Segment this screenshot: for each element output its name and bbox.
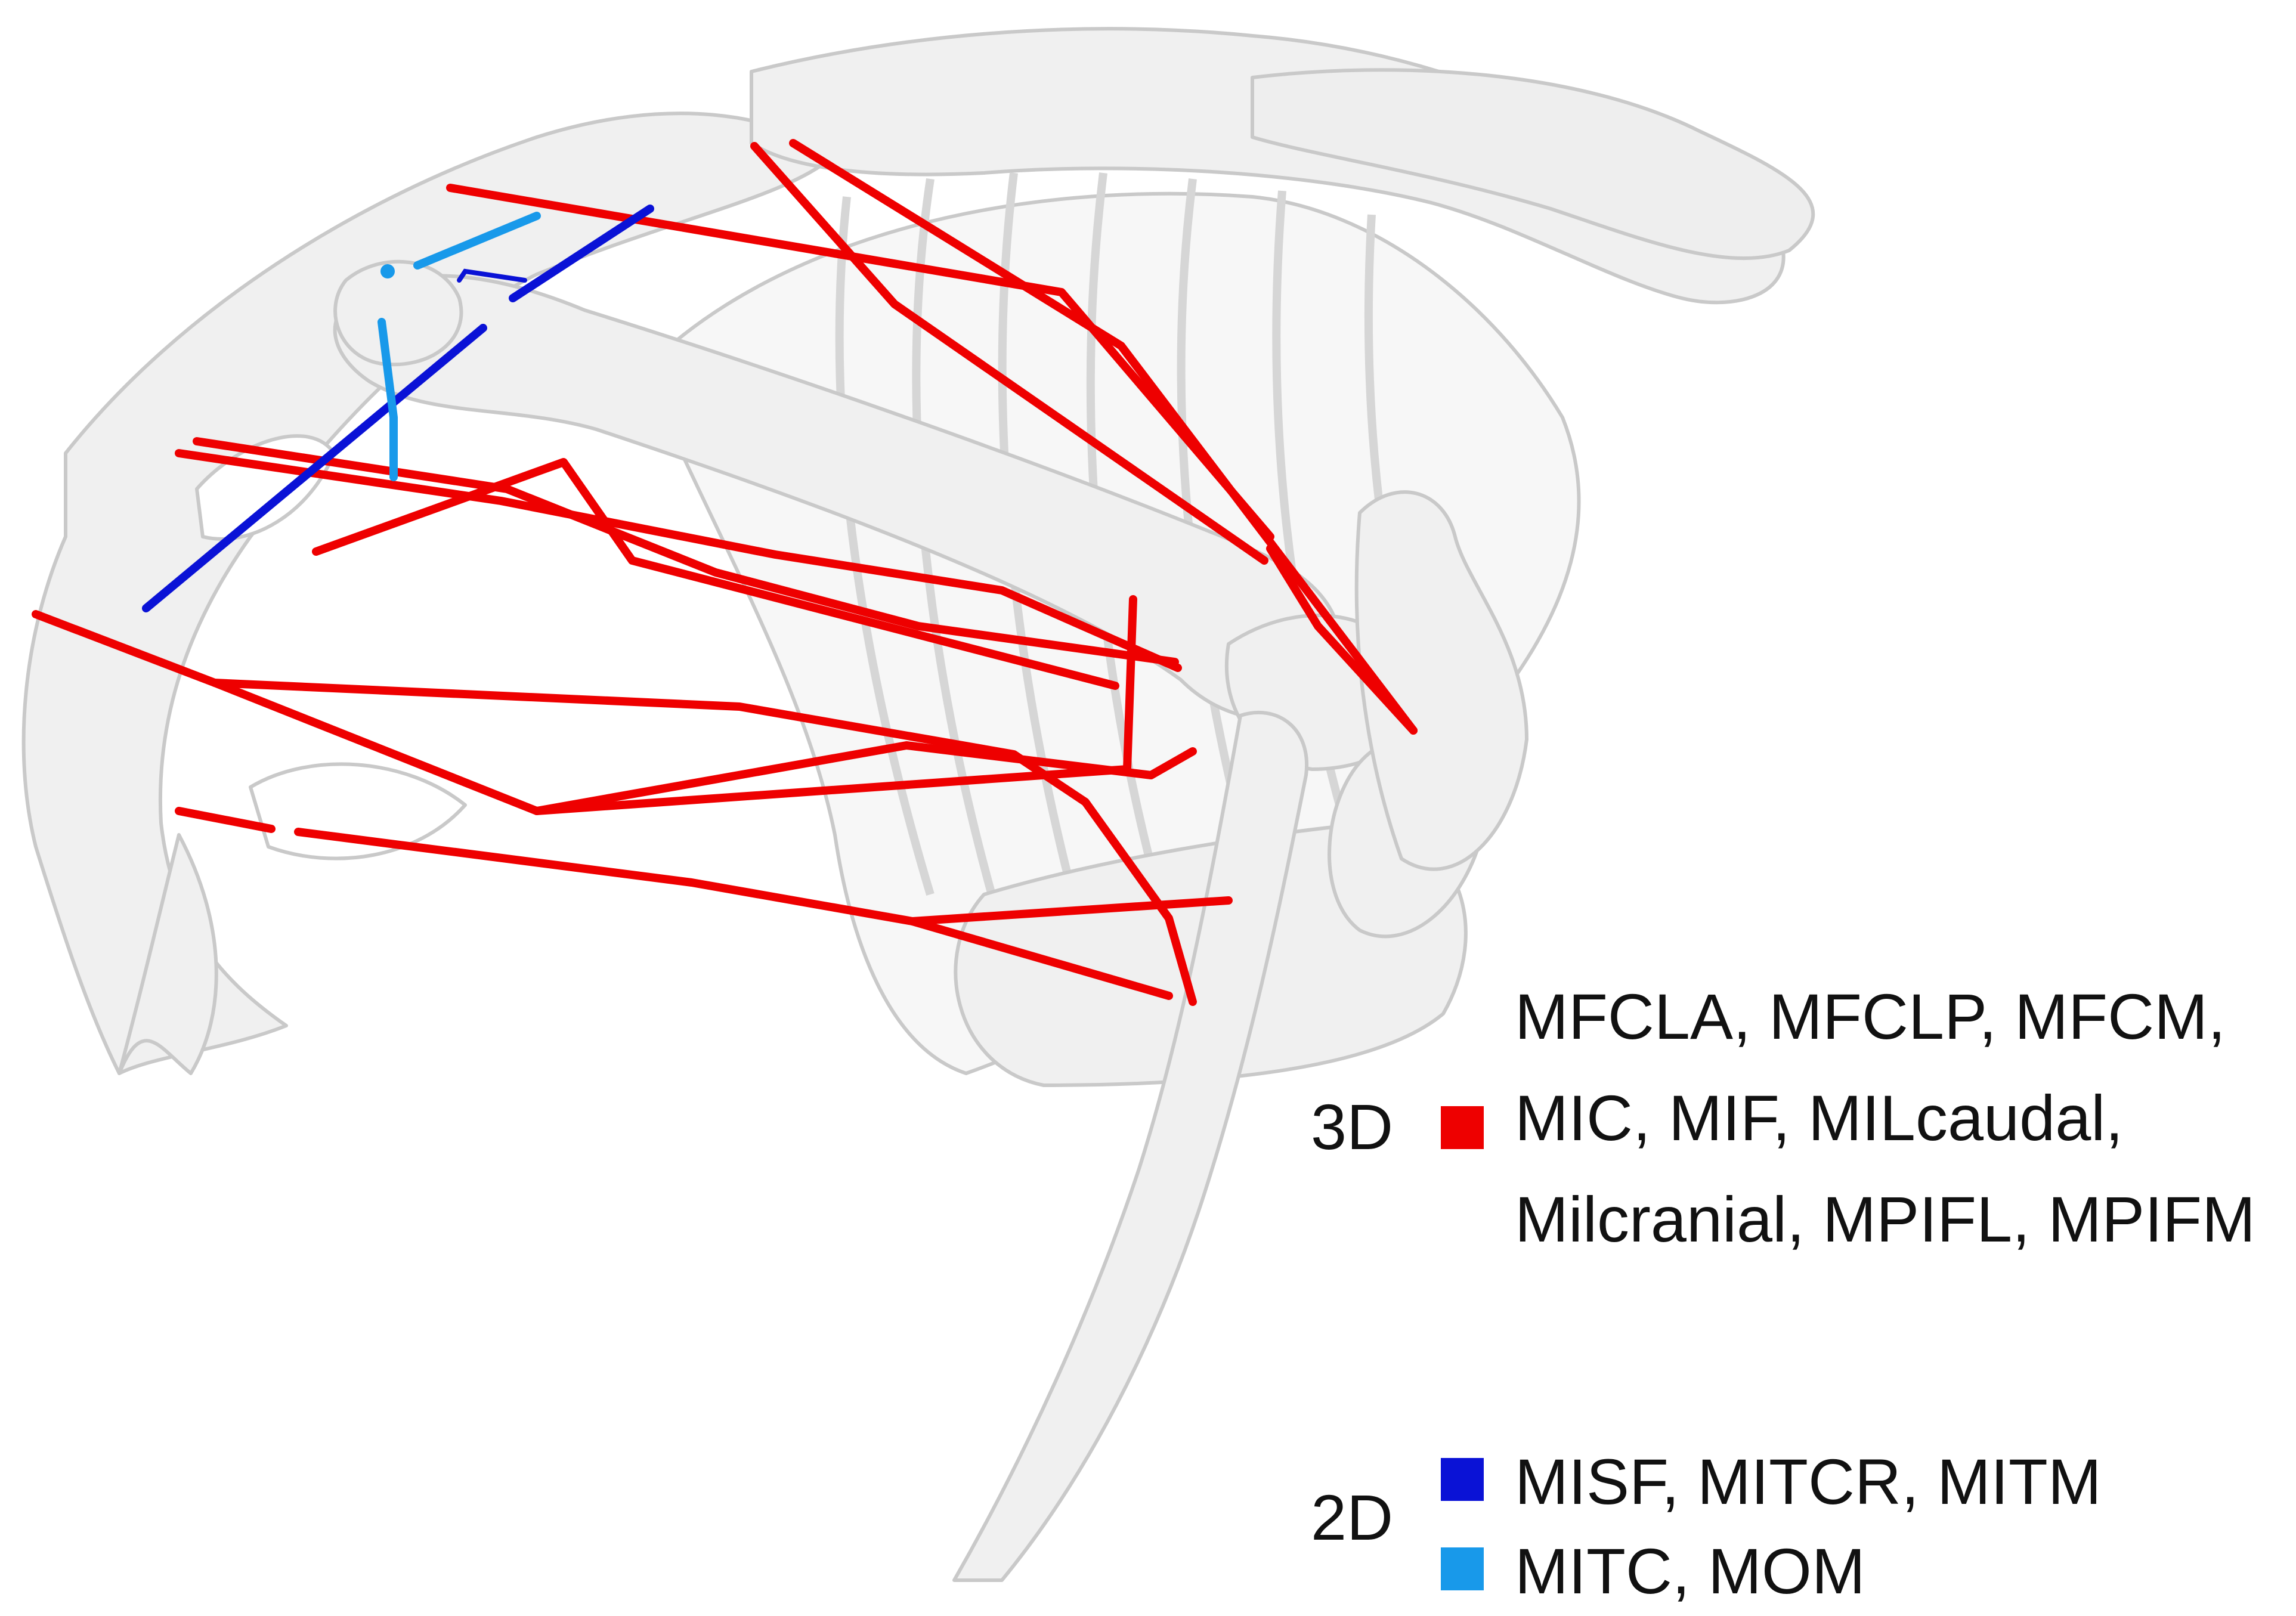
muscle-line bbox=[175, 807, 276, 833]
muscle-paths-2d bbox=[142, 205, 654, 612]
muscle-line bbox=[509, 205, 654, 302]
muscle-line bbox=[193, 437, 1179, 666]
muscle-line bbox=[789, 139, 1418, 735]
tibiotarsus bbox=[952, 711, 1309, 1582]
ischium bbox=[1354, 490, 1528, 871]
legend-swatch-2d-dark bbox=[1441, 1458, 1484, 1501]
legend-label-3d-line3: Milcranial, MPIFL, MPIFM bbox=[1515, 1183, 2256, 1255]
muscle-line bbox=[1266, 544, 1418, 735]
muscle-line bbox=[413, 212, 541, 270]
muscle-line bbox=[294, 828, 1233, 925]
muscle-line bbox=[312, 458, 1119, 690]
muscle-attachment bbox=[380, 264, 395, 278]
legend-dimension-3d: 3D bbox=[1311, 1091, 1394, 1163]
legend-label-2d-dark: MISF, MITCR, MITM bbox=[1515, 1445, 2102, 1518]
muscle-line bbox=[533, 741, 1197, 815]
muscle-line bbox=[457, 268, 527, 283]
legend-dimension-2d: 2D bbox=[1311, 1481, 1394, 1553]
skeleton-bones bbox=[21, 27, 1815, 1582]
muscle-line bbox=[908, 917, 1173, 1000]
muscle-line bbox=[142, 324, 487, 612]
tail-vertebrae bbox=[1251, 68, 1815, 261]
legend-swatch-2d-light bbox=[1441, 1547, 1484, 1590]
muscle-line bbox=[377, 318, 398, 481]
legend-label-2d-light: MITC, MOM bbox=[1515, 1535, 1865, 1607]
legend-swatch-3d bbox=[1441, 1106, 1484, 1149]
pelvis-lower-lobe bbox=[249, 762, 467, 860]
legend-label-3d-line2: MIC, MIF, MILcaudal, bbox=[1515, 1082, 2124, 1154]
pelvis bbox=[21, 112, 837, 1075]
femoral-head bbox=[333, 259, 463, 367]
muscle-line bbox=[211, 679, 1197, 1006]
muscle-line bbox=[750, 142, 1268, 565]
vertebral-column bbox=[750, 27, 1786, 305]
pubis bbox=[117, 833, 218, 1075]
legend-label-3d-line1: MFCLA, MFCLP, MFCM, bbox=[1515, 980, 2226, 1052]
muscle-paths-3d bbox=[32, 139, 1418, 1006]
muscle-line bbox=[175, 449, 1182, 672]
